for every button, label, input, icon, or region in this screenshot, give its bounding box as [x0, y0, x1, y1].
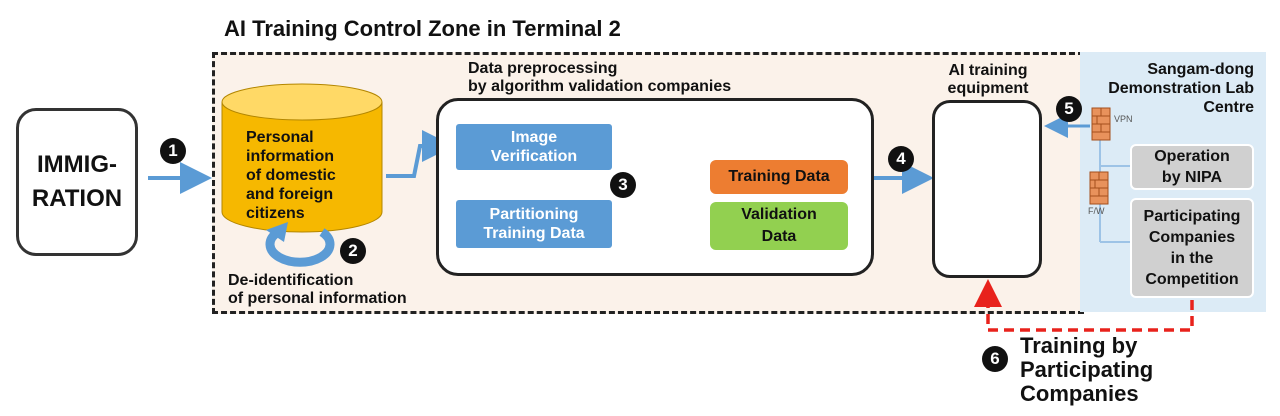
step-number-6: 6: [982, 346, 1008, 372]
step-number-5: 5: [1056, 96, 1082, 122]
step-number-4: 4: [888, 146, 914, 172]
training-by-companies-label: Training by Participating Companies: [1020, 333, 1154, 406]
operation-nipa-box: Operation by NIPA: [1130, 144, 1254, 190]
vpn-firewall-icon: [1091, 107, 1111, 141]
de-identification-cycle-icon: [265, 222, 335, 267]
immigration-box: IMMIG- RATION: [16, 108, 138, 256]
validation-data-box: Validation Data: [710, 202, 848, 250]
lab-title: Sangam-dong Demonstration Lab Centre: [1108, 61, 1254, 116]
de-identification-label: De-identification of personal informatio…: [228, 272, 407, 307]
preprocessing-label: Data preprocessing by algorithm validati…: [468, 60, 732, 95]
fw-firewall-icon: [1089, 171, 1109, 205]
vpn-label: VPN: [1114, 114, 1133, 124]
participating-companies-box: Participating Companies in the Competiti…: [1130, 198, 1254, 298]
arrow-database-to-preprocessing: [386, 130, 454, 178]
partitioning-box: Partitioning Training Data: [456, 200, 612, 248]
step-number-1: 1: [160, 138, 186, 164]
database-label: Personal information of domestic and for…: [246, 129, 336, 222]
remote-training-path: [974, 279, 1194, 332]
page-title: AI Training Control Zone in Terminal 2: [224, 16, 621, 41]
step-number-3: 3: [610, 172, 636, 198]
training-data-box: Training Data: [710, 160, 848, 194]
step-number-2: 2: [340, 238, 366, 264]
equipment-label: AI training equipment: [947, 62, 1029, 97]
image-verification-box: Image Verification: [456, 124, 612, 170]
fw-label: F/W: [1088, 206, 1105, 216]
equipment-box: [932, 100, 1042, 278]
personal-info-database: [221, 83, 383, 233]
